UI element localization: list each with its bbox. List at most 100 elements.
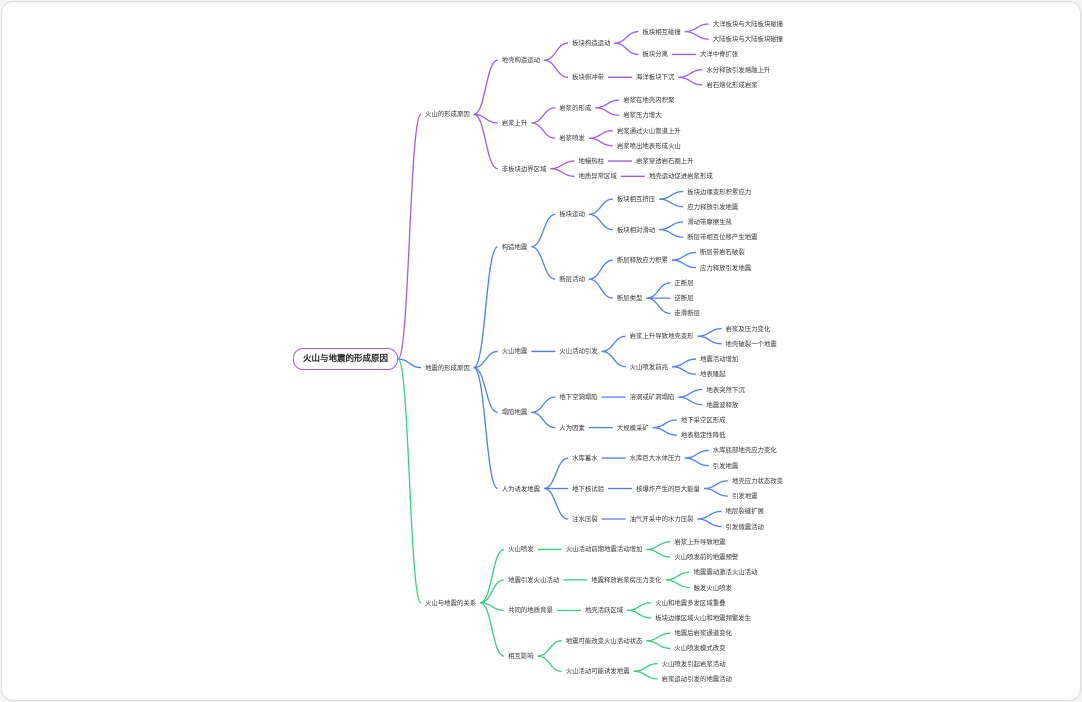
leaf-node[interactable]: 应力释放引发地震 xyxy=(687,202,739,211)
leaf-node[interactable]: 引发地震 xyxy=(731,492,758,501)
connector-line xyxy=(697,510,722,520)
topic-node[interactable]: 地壳活跃区域 xyxy=(584,606,624,615)
topic-node[interactable]: 油气开采中的水力压裂 xyxy=(629,514,694,523)
topic-node[interactable]: 岩浆喷发 xyxy=(559,134,585,143)
topic-node[interactable]: 板块构造运动 xyxy=(572,39,611,48)
topic-node[interactable]: 板块分离 xyxy=(642,50,668,59)
leaf-node[interactable]: 火山喷发引起岩浆活动 xyxy=(661,659,726,668)
topic-node[interactable]: 板块相互挤压 xyxy=(616,195,656,204)
leaf-node[interactable]: 大洋板块与大陆板块碰撞 xyxy=(712,20,784,28)
topic-node[interactable]: 火山活动引发 xyxy=(559,347,598,356)
topic-node[interactable]: 板块相对滑动 xyxy=(616,225,656,234)
leaf-node[interactable]: 地壳运动促进岩浆形成 xyxy=(648,172,713,181)
topic-node[interactable]: 火山与地震的关系 xyxy=(425,598,477,607)
leaf-node[interactable]: 地壳破裂一个地震 xyxy=(725,339,777,348)
leaf-node[interactable]: 逆断层 xyxy=(674,294,694,303)
leaf-node[interactable]: 地层裂缝扩展 xyxy=(725,507,764,516)
leaf-node[interactable]: 板块边缘区域火山和地震频繁发生 xyxy=(655,613,752,622)
leaf-node[interactable]: 应力释放引发地震 xyxy=(699,263,752,272)
topic-node[interactable]: 火山地震 xyxy=(501,347,528,356)
topic-node[interactable]: 溶洞或矿洞塌陷 xyxy=(629,393,675,402)
leaf-node[interactable]: 岩浆运动引发的地震活动 xyxy=(661,674,732,683)
leaf-node[interactable]: 火山喷发前的地震预警 xyxy=(674,553,739,562)
leaf-node[interactable]: 水库底部地壳应力变化 xyxy=(712,446,777,455)
topic-node[interactable]: 海洋板块下沉 xyxy=(636,73,675,82)
leaf-node[interactable]: 断层带相互位移产生地震 xyxy=(687,233,758,242)
leaf-node[interactable]: 走滑断层 xyxy=(674,309,700,318)
leaf-node[interactable]: 岩浆通过火山管道上升 xyxy=(616,126,681,135)
topic-node[interactable]: 火山的形成原因 xyxy=(425,110,470,119)
connector-line xyxy=(543,42,569,61)
topic-node[interactable]: 水库蓄水 xyxy=(572,454,598,463)
topic-node[interactable]: 地震的形成原因 xyxy=(425,363,470,372)
leaf-node[interactable]: 岩浆在地壳内积聚 xyxy=(623,96,675,105)
topic-node[interactable]: 火山活动前期地震活动增加 xyxy=(565,545,643,554)
leaf-node[interactable]: 大洋中脊扩张 xyxy=(699,50,739,59)
leaf-node[interactable]: 引发微震活动 xyxy=(725,522,764,531)
topic-node[interactable]: 非板块边界区域 xyxy=(501,164,547,173)
leaf-node[interactable]: 岩浆上升导致地震 xyxy=(674,537,726,546)
topic-node[interactable]: 水库巨大水体压力 xyxy=(629,454,681,463)
leaf-node[interactable]: 岩浆压力增大 xyxy=(623,111,662,120)
connector-line xyxy=(697,518,722,528)
topic-node[interactable]: 岩浆上升 xyxy=(501,118,528,127)
connector-line xyxy=(659,190,684,200)
topic-node[interactable]: 塌陷地震 xyxy=(501,408,528,417)
topic-node[interactable]: 地下核试验 xyxy=(572,484,605,493)
connector-line xyxy=(684,30,709,40)
topic-node[interactable]: 地震释放岩浆房压力变化 xyxy=(591,575,662,584)
root-node[interactable]: 火山与地震的形成原因 xyxy=(293,348,399,370)
topic-node[interactable]: 注水压裂 xyxy=(572,514,598,523)
leaf-node[interactable]: 火山喷发模式改变 xyxy=(674,644,726,653)
topic-node[interactable]: 岩浆的形成 xyxy=(559,103,592,112)
leaf-node[interactable]: 断层带岩石破裂 xyxy=(699,248,745,257)
leaf-node[interactable]: 岩浆及压力变化 xyxy=(725,324,771,333)
leaf-node[interactable]: 地震活动增加 xyxy=(699,355,739,364)
topic-node[interactable]: 核爆炸产生的巨大能量 xyxy=(636,484,700,493)
leaf-node[interactable]: 地表突然下沉 xyxy=(706,385,745,394)
topic-node[interactable]: 地壳构造运动 xyxy=(501,56,541,65)
topic-node[interactable]: 断层活动 xyxy=(559,275,585,284)
topic-node[interactable]: 地幔热柱 xyxy=(578,157,605,166)
leaf-node[interactable]: 地壳应力状态改变 xyxy=(731,476,784,485)
topic-node[interactable]: 构造地震 xyxy=(501,242,528,251)
connector-line xyxy=(588,137,613,147)
topic-node[interactable]: 板块运动 xyxy=(559,210,585,219)
leaf-node[interactable]: 地震震动激活火山活动 xyxy=(693,568,758,577)
leaf-node[interactable]: 滑动带摩擦生热 xyxy=(687,217,732,226)
leaf-node[interactable]: 正断层 xyxy=(674,278,694,287)
topic-node[interactable]: 大规模采矿 xyxy=(616,423,649,432)
connector-line xyxy=(531,411,556,429)
topic-node[interactable]: 火山活动可能诱发地震 xyxy=(565,667,630,676)
topic-node[interactable]: 地震引发火山活动 xyxy=(508,575,560,584)
leaf-node[interactable]: 火山和地震多发区域重叠 xyxy=(655,598,726,607)
topic-node[interactable]: 板块相互碰撞 xyxy=(642,27,681,36)
leaf-node[interactable]: 岩石熔化形成岩浆 xyxy=(706,80,758,89)
topic-node[interactable]: 火山喷发前兆 xyxy=(629,362,668,371)
leaf-node[interactable]: 板块边缘变形积累应力 xyxy=(687,187,752,196)
leaf-node[interactable]: 地震后岩浆通道变化 xyxy=(674,629,732,638)
leaf-node[interactable]: 引发地震 xyxy=(712,461,739,470)
topic-node[interactable]: 断层类型 xyxy=(616,294,643,303)
connector-line xyxy=(397,358,422,604)
leaf-node[interactable]: 地下采空区形成 xyxy=(680,415,726,424)
leaf-node[interactable]: 岩浆喷出地表形成火山 xyxy=(616,141,681,150)
topic-node[interactable]: 火山喷发 xyxy=(508,545,534,554)
leaf-node[interactable]: 岩浆穿透岩石圈上升 xyxy=(636,157,694,166)
leaf-node[interactable]: 地震波释放 xyxy=(706,400,739,409)
leaf-node[interactable]: 地表隆起 xyxy=(699,370,726,379)
topic-node[interactable]: 岩浆上升导致地壳变形 xyxy=(629,332,694,341)
leaf-node[interactable]: 水分释放引发熔融上升 xyxy=(706,65,771,74)
topic-node[interactable]: 地质异常区域 xyxy=(578,172,617,181)
leaf-node[interactable]: 地表稳定性降低 xyxy=(680,431,726,440)
topic-node[interactable]: 人为诱发地震 xyxy=(501,484,541,493)
topic-node[interactable]: 地震可能改变火山活动状态 xyxy=(565,636,643,645)
topic-node[interactable]: 共同的地质背景 xyxy=(508,606,553,615)
topic-node[interactable]: 人为因素 xyxy=(559,423,585,432)
topic-node[interactable]: 板块俯冲带 xyxy=(572,73,605,82)
topic-node[interactable]: 相互影响 xyxy=(508,652,534,661)
leaf-node[interactable]: 大陆板块与大陆板块碰撞 xyxy=(712,35,784,44)
topic-node[interactable]: 地下空洞塌陷 xyxy=(559,393,598,402)
leaf-node[interactable]: 触发火山喷发 xyxy=(693,583,732,592)
topic-node[interactable]: 断层释放应力积累 xyxy=(616,256,668,265)
